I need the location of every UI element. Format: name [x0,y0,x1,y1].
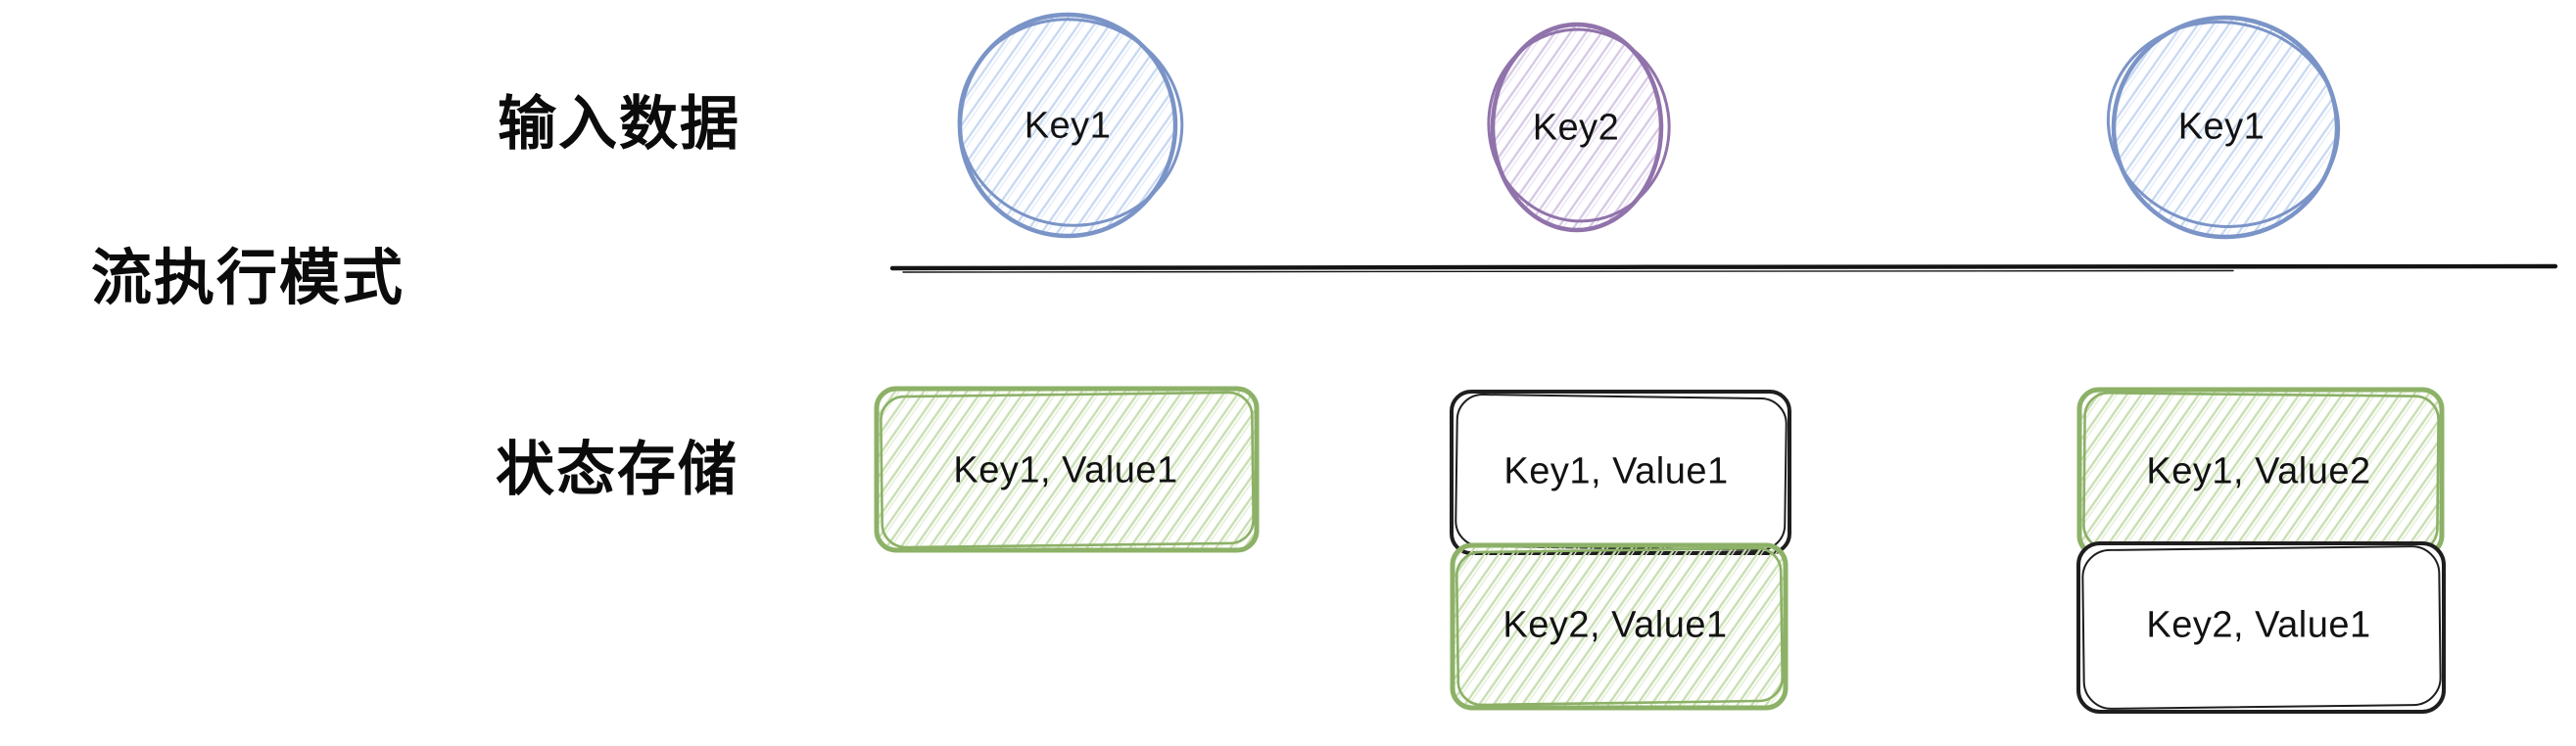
input-circle-key1-a [957,12,1184,239]
state-box-label: Key1, Value2 [2146,450,2371,492]
state-box-label: Key1, Value1 [1503,450,1729,492]
input-circle-label: Key2 [1532,107,1620,149]
state-box-label: Key1, Value1 [953,449,1178,491]
state-box-col3-key2 [2076,541,2446,714]
input-circle-label: Key1 [1024,105,1112,147]
input-circle-key2 [1487,22,1671,233]
state-box-col2-key2 [1450,542,1789,711]
input-circle-label: Key1 [2177,106,2266,148]
input-circle-key1-b [2106,15,2341,240]
state-box-label: Key2, Value1 [1503,604,1728,646]
state-box-col2-key1 [1450,390,1791,555]
row-label-input-data: 输入数据 [498,91,740,157]
state-box-label: Key2, Value1 [2146,604,2371,646]
row-label-execution-mode: 流执行模式 [91,245,405,312]
timeline-divider-line [889,263,2558,273]
row-label-state-storage: 状态存储 [496,437,739,502]
state-box-col1-key1 [874,386,1260,553]
